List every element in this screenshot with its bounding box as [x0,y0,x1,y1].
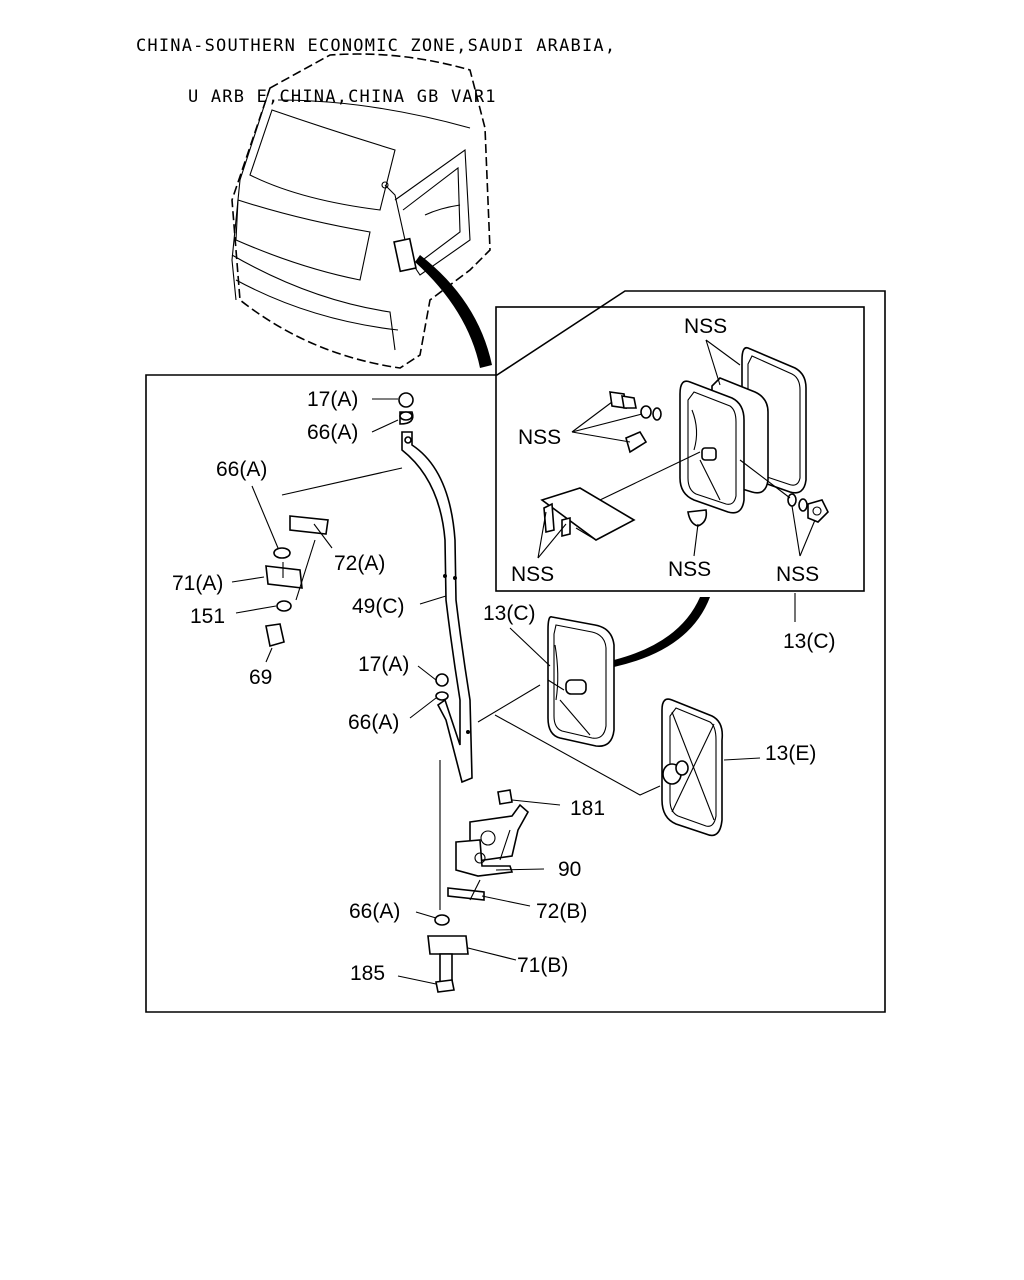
page-header: CHINA-SOUTHERN ECONOMIC ZONE,SAUDI ARABI… [136,4,616,140]
clamp-upper-parts [265,515,329,648]
header-line-1: CHINA-SOUTHERN ECONOMIC ZONE,SAUDI ARABI… [136,36,617,56]
label-151: 151 [190,605,225,628]
leader-lines [231,339,816,985]
label-13c-mid: 13(C) [483,602,536,625]
bracket-lower-parts [427,789,530,993]
label-66a-low: 66(A) [349,900,400,923]
label-181: 181 [570,797,605,820]
label-13c-inset: 13(C) [783,630,836,653]
mirror-head-e-drawing [661,698,724,837]
label-185: 185 [350,962,385,985]
mirror-head-drawing [547,597,710,747]
label-72a: 72(A) [334,552,385,575]
label-66a-left: 66(A) [216,458,267,481]
label-71a: 71(A) [172,572,223,595]
label-71b: 71(B) [517,954,568,977]
main-frame [145,290,886,1013]
mirror-exploded-drawing [540,346,829,541]
truck-cab-drawing [231,53,492,369]
label-17a-top: 17(A) [307,388,358,411]
label-66a-top: 66(A) [307,421,358,444]
label-69: 69 [249,666,272,689]
label-72b: 72(B) [536,900,587,923]
label-90: 90 [558,858,581,881]
label-nss-bottom-right: NSS [776,563,819,586]
header-line-2: U ARB E,CHINA,CHINA GB VAR1 [188,87,497,107]
label-nss-top: NSS [684,315,727,338]
label-66a-mid: 66(A) [348,711,399,734]
label-13e: 13(E) [765,742,816,765]
label-49c: 49(C) [352,595,405,618]
label-nss-left: NSS [518,426,561,449]
label-nss-bottom-left: NSS [511,563,554,586]
label-nss-bottom-center: NSS [668,558,711,581]
mirror-stay-drawing [281,392,661,910]
label-17a-mid: 17(A) [358,653,409,676]
inset-frame [495,306,865,592]
